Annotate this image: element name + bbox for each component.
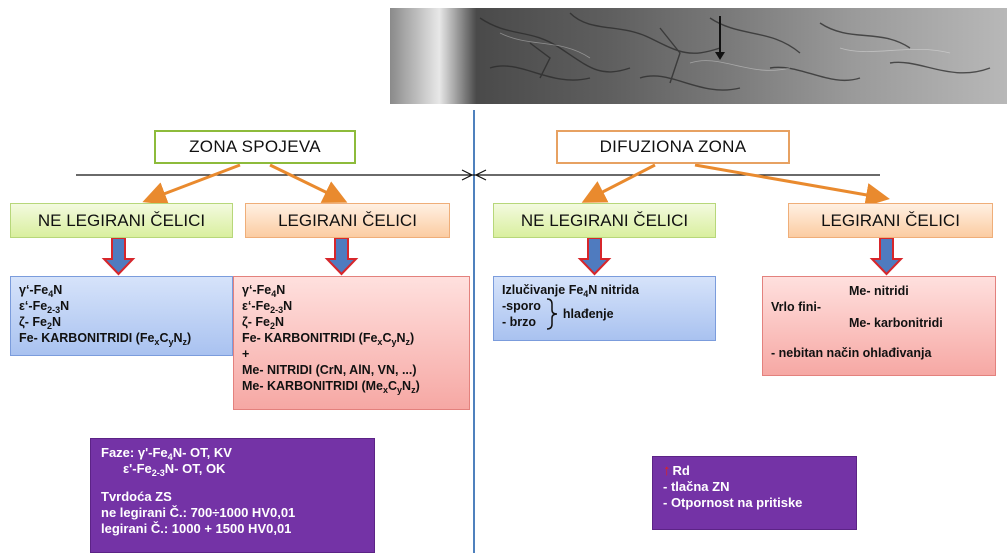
- phase-epsilon: ε‘-Fe2-3N: [19, 299, 70, 315]
- phases-epsilon-line: ε'-Fe2-3N- OT, OK: [123, 461, 226, 478]
- horizontal-double-arrow: [76, 169, 880, 181]
- phase-gamma: γ‘-Fe4N: [242, 283, 286, 299]
- properties-box: ↑Rd - tlačna ZN - Otpornost na pritiske: [652, 456, 857, 530]
- me-carbonitrides: Me- KARBONITRIDI (MexCyNz): [242, 379, 420, 395]
- category-right-non-alloyed: NE LEGIRANI ČELICI: [493, 203, 716, 238]
- phase-epsilon: ε‘-Fe2-3N: [242, 299, 293, 315]
- down-arrow-1: [101, 237, 136, 276]
- orange-arrow-right-2: [694, 163, 890, 207]
- down-arrow-2: [324, 237, 359, 276]
- category-label: NE LEGIRANI ČELICI: [37, 210, 206, 230]
- category-left-non-alloyed: NE LEGIRANI ČELICI: [10, 203, 233, 238]
- precipitation-box: Izlučivanje Fe4N nitrida -sporo - brzo h…: [493, 276, 716, 341]
- precipitation-label: Izlučivanje Fe4N nitrida: [502, 283, 639, 299]
- compressive-line: - tlačna ZN: [663, 479, 730, 494]
- up-arrow-icon: ↑: [663, 462, 671, 479]
- me-nitrides: Me- NITRIDI (CrN, AlN, VN, ...): [242, 363, 417, 377]
- orange-arrows: [142, 163, 890, 207]
- orange-arrow-left-2: [269, 163, 348, 203]
- zona-spojeva-label: ZONA SPOJEVA: [189, 137, 321, 156]
- zona-spojeva-box: ZONA SPOJEVA: [154, 130, 356, 164]
- cooling-slow: -sporo: [502, 299, 541, 313]
- me-carbonitrides: Me- karbonitridi: [849, 316, 943, 330]
- hardness-box: Faze: γ'-Fe4N- OT, KV ε'-Fe2-3N- OT, OK …: [90, 438, 375, 553]
- orange-arrow-right-1: [581, 163, 656, 203]
- very-fine: Vrlo fini-: [771, 300, 821, 314]
- difuziona-zona-label: DIFUZIONA ZONA: [599, 137, 747, 156]
- cooling-group: -sporo - brzo hlađenje: [502, 298, 707, 330]
- down-arrows: [101, 237, 904, 276]
- category-right-alloyed: LEGIRANI ČELICI: [788, 203, 993, 238]
- micrograph-image: [390, 8, 1007, 104]
- category-label: LEGIRANI ČELICI: [278, 210, 417, 230]
- cooling-fast: - brzo: [502, 315, 537, 329]
- pressure-resistance-line: - Otpornost na pritiske: [663, 495, 803, 510]
- hardness-title: Tvrdoća ZS: [101, 489, 172, 504]
- difuziona-zona-box: DIFUZIONA ZONA: [556, 130, 790, 164]
- down-arrow-4: [869, 237, 904, 276]
- cooling-irrelevant: - nebitan način ohlađivanja: [771, 346, 932, 360]
- phase-gamma: γ‘-Fe4N: [19, 283, 63, 299]
- down-arrow-3: [577, 237, 612, 276]
- brace-icon: [546, 298, 557, 330]
- cooling-label: hlađenje: [562, 307, 614, 321]
- rd-line: ↑Rd: [663, 462, 690, 479]
- plus-sign: +: [242, 347, 250, 361]
- phases-non-alloyed-box: γ‘-Fe4N ε‘-Fe2-3N ζ- Fe2N Fe- KARBONITRI…: [10, 276, 233, 356]
- me-nitrides: Me- nitridi: [849, 284, 909, 298]
- category-label: NE LEGIRANI ČELICI: [520, 210, 689, 230]
- category-label: LEGIRANI ČELICI: [821, 210, 960, 230]
- phase-carbonitrides: Fe- KARBONITRIDI (FexCyNz): [242, 331, 415, 347]
- phases-alloyed-box: γ‘-Fe4N ε‘-Fe2-3N ζ- Fe2N Fe- KARBONITRI…: [233, 276, 470, 410]
- phase-zeta: ζ- Fe2N: [19, 315, 62, 331]
- phases-gamma-line: Faze: γ'-Fe4N- OT, KV: [101, 445, 232, 462]
- orange-arrow-left-1: [142, 163, 241, 205]
- fine-nitrides-box: Me- nitridi Vrlo fini- Me- karbonitridi …: [762, 276, 996, 376]
- phase-carbonitrides: Fe- KARBONITRIDI (FexCyNz): [19, 331, 192, 347]
- category-left-alloyed: LEGIRANI ČELICI: [245, 203, 450, 238]
- hardness-non-alloyed: ne legirani Č.: 700÷1000 HV0,01: [101, 505, 296, 520]
- hardness-alloyed: legirani Č.: 1000 + 1500 HV0,01: [101, 521, 292, 536]
- phase-zeta: ζ- Fe2N: [242, 315, 285, 331]
